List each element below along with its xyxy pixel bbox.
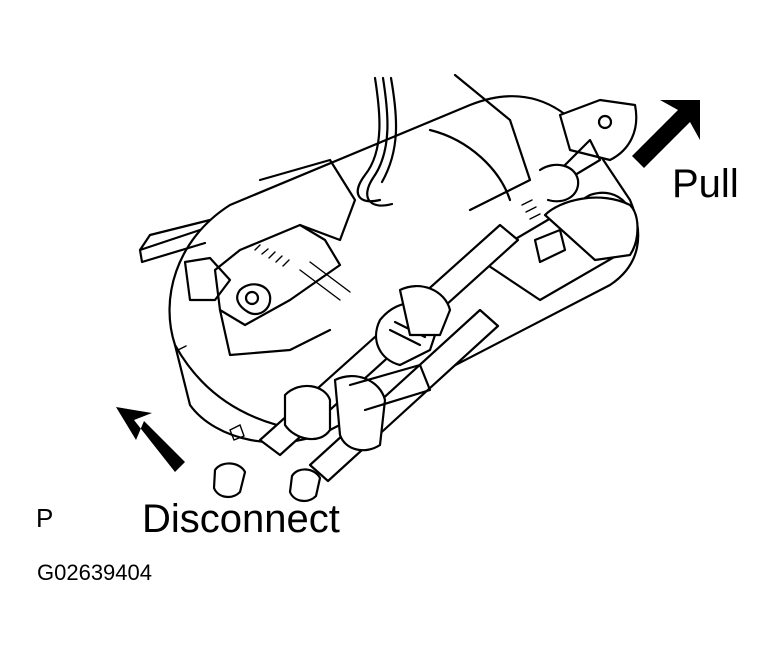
sender-gauge-bracket [138, 158, 357, 357]
pull-arrow-icon [632, 100, 700, 168]
disconnect-arrow-icon [116, 407, 185, 472]
wire-harness [356, 76, 398, 207]
pull-label: Pull [672, 162, 739, 206]
disconnect-label: Disconnect [142, 497, 340, 541]
figure-code-label: G02639404 [37, 560, 152, 585]
fuel-filter-housing [478, 98, 639, 302]
view-letter-label: P [36, 503, 54, 533]
fuel-lines [212, 223, 520, 502]
